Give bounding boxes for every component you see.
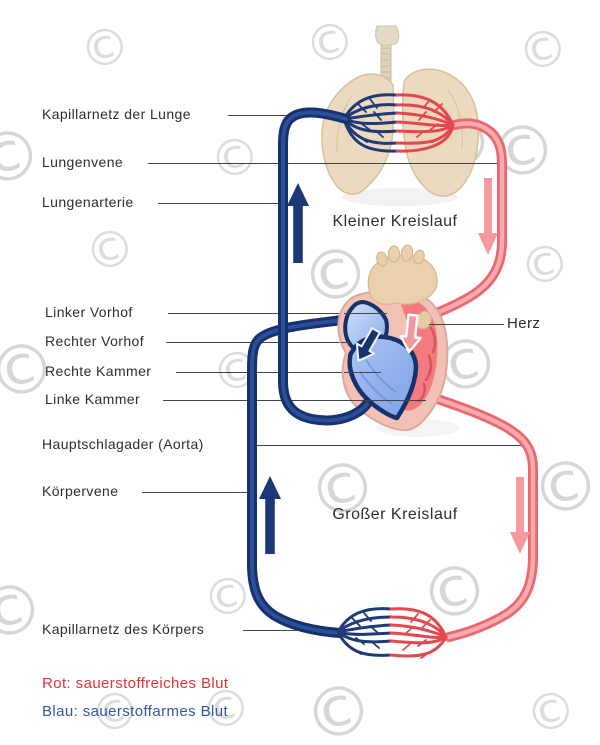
label-body-capillaries: Kapillarnetz des Körpers xyxy=(42,621,205,637)
systemic-down-arrow xyxy=(510,477,530,554)
copyright-watermark: © xyxy=(205,124,266,191)
lung-capillary-red xyxy=(395,111,455,127)
copyright-watermark: © xyxy=(298,667,381,745)
legend-oxygen-poor: Blau: sauerstoffarmes Blut xyxy=(42,703,229,720)
copyright-watermark: © xyxy=(80,216,141,283)
body-capillary-blue xyxy=(336,615,393,634)
copyright-watermark: © xyxy=(75,14,136,81)
copyright-watermark: © xyxy=(302,444,385,535)
right-heart-flow-arrow xyxy=(355,327,381,362)
lung-capillary-red xyxy=(395,123,455,145)
pulmonary-artery-vessel xyxy=(278,107,375,426)
body-capillary-red xyxy=(389,635,448,658)
pulmonary-up-arrow xyxy=(287,183,309,263)
body-capillary-blue-twigs xyxy=(351,612,380,655)
copyright-watermark: © xyxy=(513,16,574,83)
lungs-shadow xyxy=(342,188,458,206)
vessel-stub xyxy=(387,245,401,263)
pulmonary-vein-vessel-core xyxy=(405,121,505,325)
body-capillary-red xyxy=(389,623,448,639)
body-capillary-red xyxy=(389,631,448,639)
oxygen-rich-vessels xyxy=(403,118,538,642)
copyright-watermark: © xyxy=(196,675,257,742)
vessel-stub xyxy=(400,244,414,262)
left-heart-flow-arrow xyxy=(399,313,422,354)
right-lung-lobe-line xyxy=(447,89,464,149)
lung-capillary-red-twigs xyxy=(416,99,443,143)
copyright-watermark: © xyxy=(85,678,146,745)
body-capillary-red xyxy=(389,615,448,639)
legend-oxygen-rich: Rot: sauerstoffreiches Blut xyxy=(42,675,229,692)
ventricle-texture xyxy=(359,359,397,405)
lung-capillary-red xyxy=(395,123,455,153)
label-body-vein: Körpervene xyxy=(42,483,119,499)
body-capillary-blue xyxy=(336,623,393,634)
label-pulmonary-artery: Lungenarterie xyxy=(42,194,134,210)
body-capillary-network xyxy=(336,607,448,659)
label-leader-lines-over-heart xyxy=(341,313,504,401)
larynx xyxy=(375,25,400,46)
lung-capillary-blue-twigs xyxy=(357,98,384,143)
label-right-atrium: Rechter Vorhof xyxy=(45,333,144,349)
label-aorta: Hauptschlagader (Aorta) xyxy=(42,436,204,452)
title-systemic-circuit: Großer Kreislauf xyxy=(332,506,458,523)
heart-flow-arrows xyxy=(355,313,422,362)
systemic-up-arrow xyxy=(259,476,281,554)
copyright-watermark: © xyxy=(521,678,582,745)
aorta-vessel-core xyxy=(426,393,536,640)
lung-capillary-red xyxy=(395,123,455,134)
label-right-ventricle: Rechte Kammer xyxy=(45,363,152,379)
body-capillary-blue xyxy=(336,607,393,634)
copyright-watermark: © xyxy=(0,566,51,657)
lung-capillary-red xyxy=(395,103,455,127)
lung-capillary-blue xyxy=(342,117,399,153)
lung-capillary-red xyxy=(395,120,455,128)
label-left-atrium: Linker Vorhof xyxy=(45,304,133,320)
pulmonary-artery-core xyxy=(281,110,372,423)
label-left-ventricle: Linke Kammer xyxy=(45,391,141,407)
label-pulmonary-vein: Lungenvene xyxy=(42,154,124,170)
copyright-watermark: © xyxy=(300,9,361,76)
body-capillary-red-twigs xyxy=(402,613,431,659)
vessel-stub xyxy=(376,251,388,267)
label-heart: Herz xyxy=(507,315,541,332)
left-ventricle-scallops xyxy=(417,326,437,403)
label-lung-capillaries: Kapillarnetz der Lunge xyxy=(42,106,191,122)
lung-capillary-red xyxy=(395,93,455,127)
vessel-stub xyxy=(413,249,425,265)
body-capillary-blue xyxy=(336,630,393,636)
great-vessels-root xyxy=(367,254,438,305)
pulmonary-down-arrow xyxy=(478,178,498,255)
title-pulmonary-circuit: Kleiner Kreislauf xyxy=(332,213,458,230)
copyright-watermark: © xyxy=(482,106,565,197)
circuit-flow-arrows xyxy=(259,178,530,554)
copyright-watermark: © xyxy=(515,231,576,298)
body-capillary-red xyxy=(389,607,448,639)
